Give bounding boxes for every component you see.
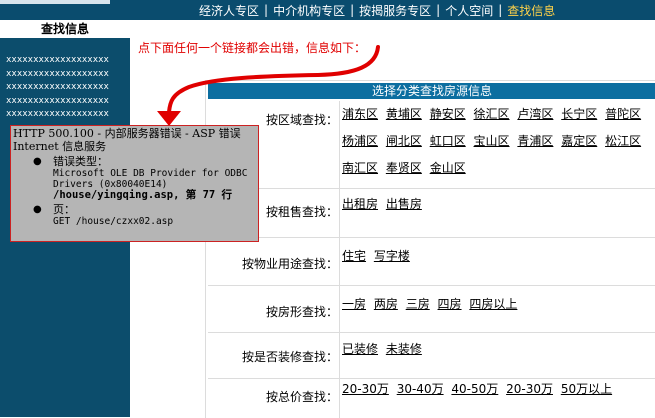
option-link[interactable]: 30-40万	[396, 382, 444, 396]
option-link[interactable]: 长宁区	[561, 107, 598, 121]
option-link[interactable]: 一房	[342, 297, 367, 311]
search-row-room-type: 按房形查找： 一房 两房 三房 四房 四房以上	[208, 286, 655, 333]
option-link[interactable]: 青浦区	[517, 134, 554, 148]
search-row-district: 按区域查找： 浦东区 黄埔区 静安区 徐汇区 卢湾区 长宁区 普陀区 杨浦区 闸…	[208, 101, 655, 189]
sidebar-placeholder-line[interactable]: xxxxxxxxxxxxxxxxxxx	[6, 55, 109, 65]
row-label: 按租售查找：	[265, 205, 338, 219]
error-type-label: 错误类型：	[53, 155, 108, 168]
error-page-value: GET /house/czxx02.asp	[53, 216, 174, 227]
row-label: 按总价查找：	[265, 390, 338, 404]
sidebar-placeholder-line[interactable]: xxxxxxxxxxxxxxxxxxx	[6, 82, 109, 92]
option-link[interactable]: 50万以上	[560, 382, 613, 396]
nav-personal-space[interactable]: 个人空间	[445, 3, 494, 18]
option-link[interactable]: 已装修	[342, 342, 379, 356]
row-label: 按是否装修查找：	[241, 350, 338, 364]
option-link[interactable]: 四房以上	[469, 297, 518, 311]
error-type-line: Drivers (0x80040E14)	[53, 179, 168, 190]
search-row-rent-sale: 按租售查找： 出租房 出售房	[208, 189, 655, 238]
row-label: 按区域查找：	[265, 113, 338, 127]
option-link[interactable]: 出租房	[342, 197, 379, 211]
nav-separator: |	[498, 3, 503, 17]
option-link[interactable]: 两房	[373, 297, 398, 311]
nav-mortgage-zone[interactable]: 按揭服务专区	[359, 3, 432, 18]
row-label: 按房形查找：	[265, 305, 338, 319]
option-link[interactable]: 住宅	[342, 249, 367, 263]
option-link[interactable]: 普陀区	[605, 107, 642, 121]
error-page-item: ● 页：	[11, 203, 258, 216]
option-link[interactable]: 20-30万	[506, 382, 553, 396]
sidebar-placeholder-line[interactable]: xxxxxxxxxxxxxxxxxxx	[6, 109, 109, 119]
option-link[interactable]: 奉贤区	[385, 161, 422, 175]
main-nav: 经济人专区 | 中介机构专区 | 按揭服务专区 | 个人空间 | 查找信息	[195, 2, 559, 18]
option-link[interactable]: 三房	[405, 297, 430, 311]
option-link[interactable]: 40-50万	[451, 382, 499, 396]
option-link[interactable]: 浦东区	[342, 107, 379, 121]
option-link[interactable]: 杨浦区	[342, 134, 379, 148]
option-link[interactable]: 未装修	[385, 342, 422, 356]
search-table: 选择分类查找房源信息 按区域查找： 浦东区 黄埔区 静安区 徐汇区 卢湾区 长宁…	[205, 80, 655, 418]
sidebar-placeholder-line[interactable]: xxxxxxxxxxxxxxxxxxx	[6, 68, 109, 79]
search-row-price: 按总价查找： 20-30万 30-40万 40-50万 20-30万 50万以上	[208, 379, 655, 418]
error-location: /house/yingqing.asp, 第 77 行	[53, 189, 233, 201]
option-link[interactable]: 四房	[437, 297, 462, 311]
top-nav-bar: 经济人专区 | 中介机构专区 | 按揭服务专区 | 个人空间 | 查找信息	[0, 0, 655, 20]
option-link[interactable]: 写字楼	[373, 249, 410, 263]
option-link[interactable]: 徐汇区	[473, 107, 510, 121]
error-type-line: Microsoft OLE DB Provider for ODBC	[53, 168, 248, 179]
sidebar-title: 查找信息	[0, 20, 130, 38]
option-link[interactable]: 20-30万	[342, 382, 389, 396]
nav-agency-zone[interactable]: 中介机构专区	[273, 3, 346, 18]
bullet-icon: ●	[33, 204, 42, 215]
option-link[interactable]: 黄埔区	[385, 107, 422, 121]
option-link[interactable]: 宝山区	[473, 134, 510, 148]
nav-separator: |	[350, 3, 355, 17]
option-link[interactable]: 出售房	[385, 197, 422, 211]
option-link[interactable]: 金山区	[429, 161, 466, 175]
logo-strip	[0, 0, 110, 4]
sidebar-placeholder-line[interactable]: xxxxxxxxxxxxxxxxxxx	[6, 95, 109, 106]
option-link[interactable]: 卢湾区	[517, 107, 554, 121]
search-row-property-use: 按物业用途查找： 住宅 写字楼	[208, 238, 655, 286]
option-link[interactable]: 闸北区	[385, 134, 422, 148]
option-link[interactable]: 静安区	[429, 107, 466, 121]
sidebar-placeholder-list: xxxxxxxxxxxxxxxxxxx xxxxxxxxxxxxxxxxxxx …	[6, 54, 109, 122]
error-header: HTTP 500.100 - 内部服务器错误 - ASP 错误 Internet…	[13, 127, 241, 153]
nav-broker-zone[interactable]: 经济人专区	[199, 3, 260, 18]
option-link[interactable]: 虹口区	[429, 134, 466, 148]
error-page-label: 页：	[53, 203, 75, 216]
error-type-item: ● 错误类型：	[11, 155, 258, 168]
bullet-icon: ●	[33, 156, 42, 167]
search-row-decoration: 按是否装修查找： 已装修 未装修	[208, 333, 655, 379]
option-link[interactable]: 南汇区	[342, 161, 379, 175]
error-popup: HTTP 500.100 - 内部服务器错误 - ASP 错误 Internet…	[10, 125, 259, 242]
search-table-title: 选择分类查找房源信息	[208, 83, 655, 99]
option-link[interactable]: 松江区	[605, 134, 642, 148]
nav-separator: |	[264, 3, 269, 17]
option-link[interactable]: 嘉定区	[561, 134, 598, 148]
nav-find-info[interactable]: 查找信息	[507, 3, 556, 18]
annotation-note: 点下面任何一个链接都会出错，信息如下：	[138, 41, 367, 55]
row-label: 按物业用途查找：	[241, 257, 338, 271]
nav-separator: |	[436, 3, 441, 17]
